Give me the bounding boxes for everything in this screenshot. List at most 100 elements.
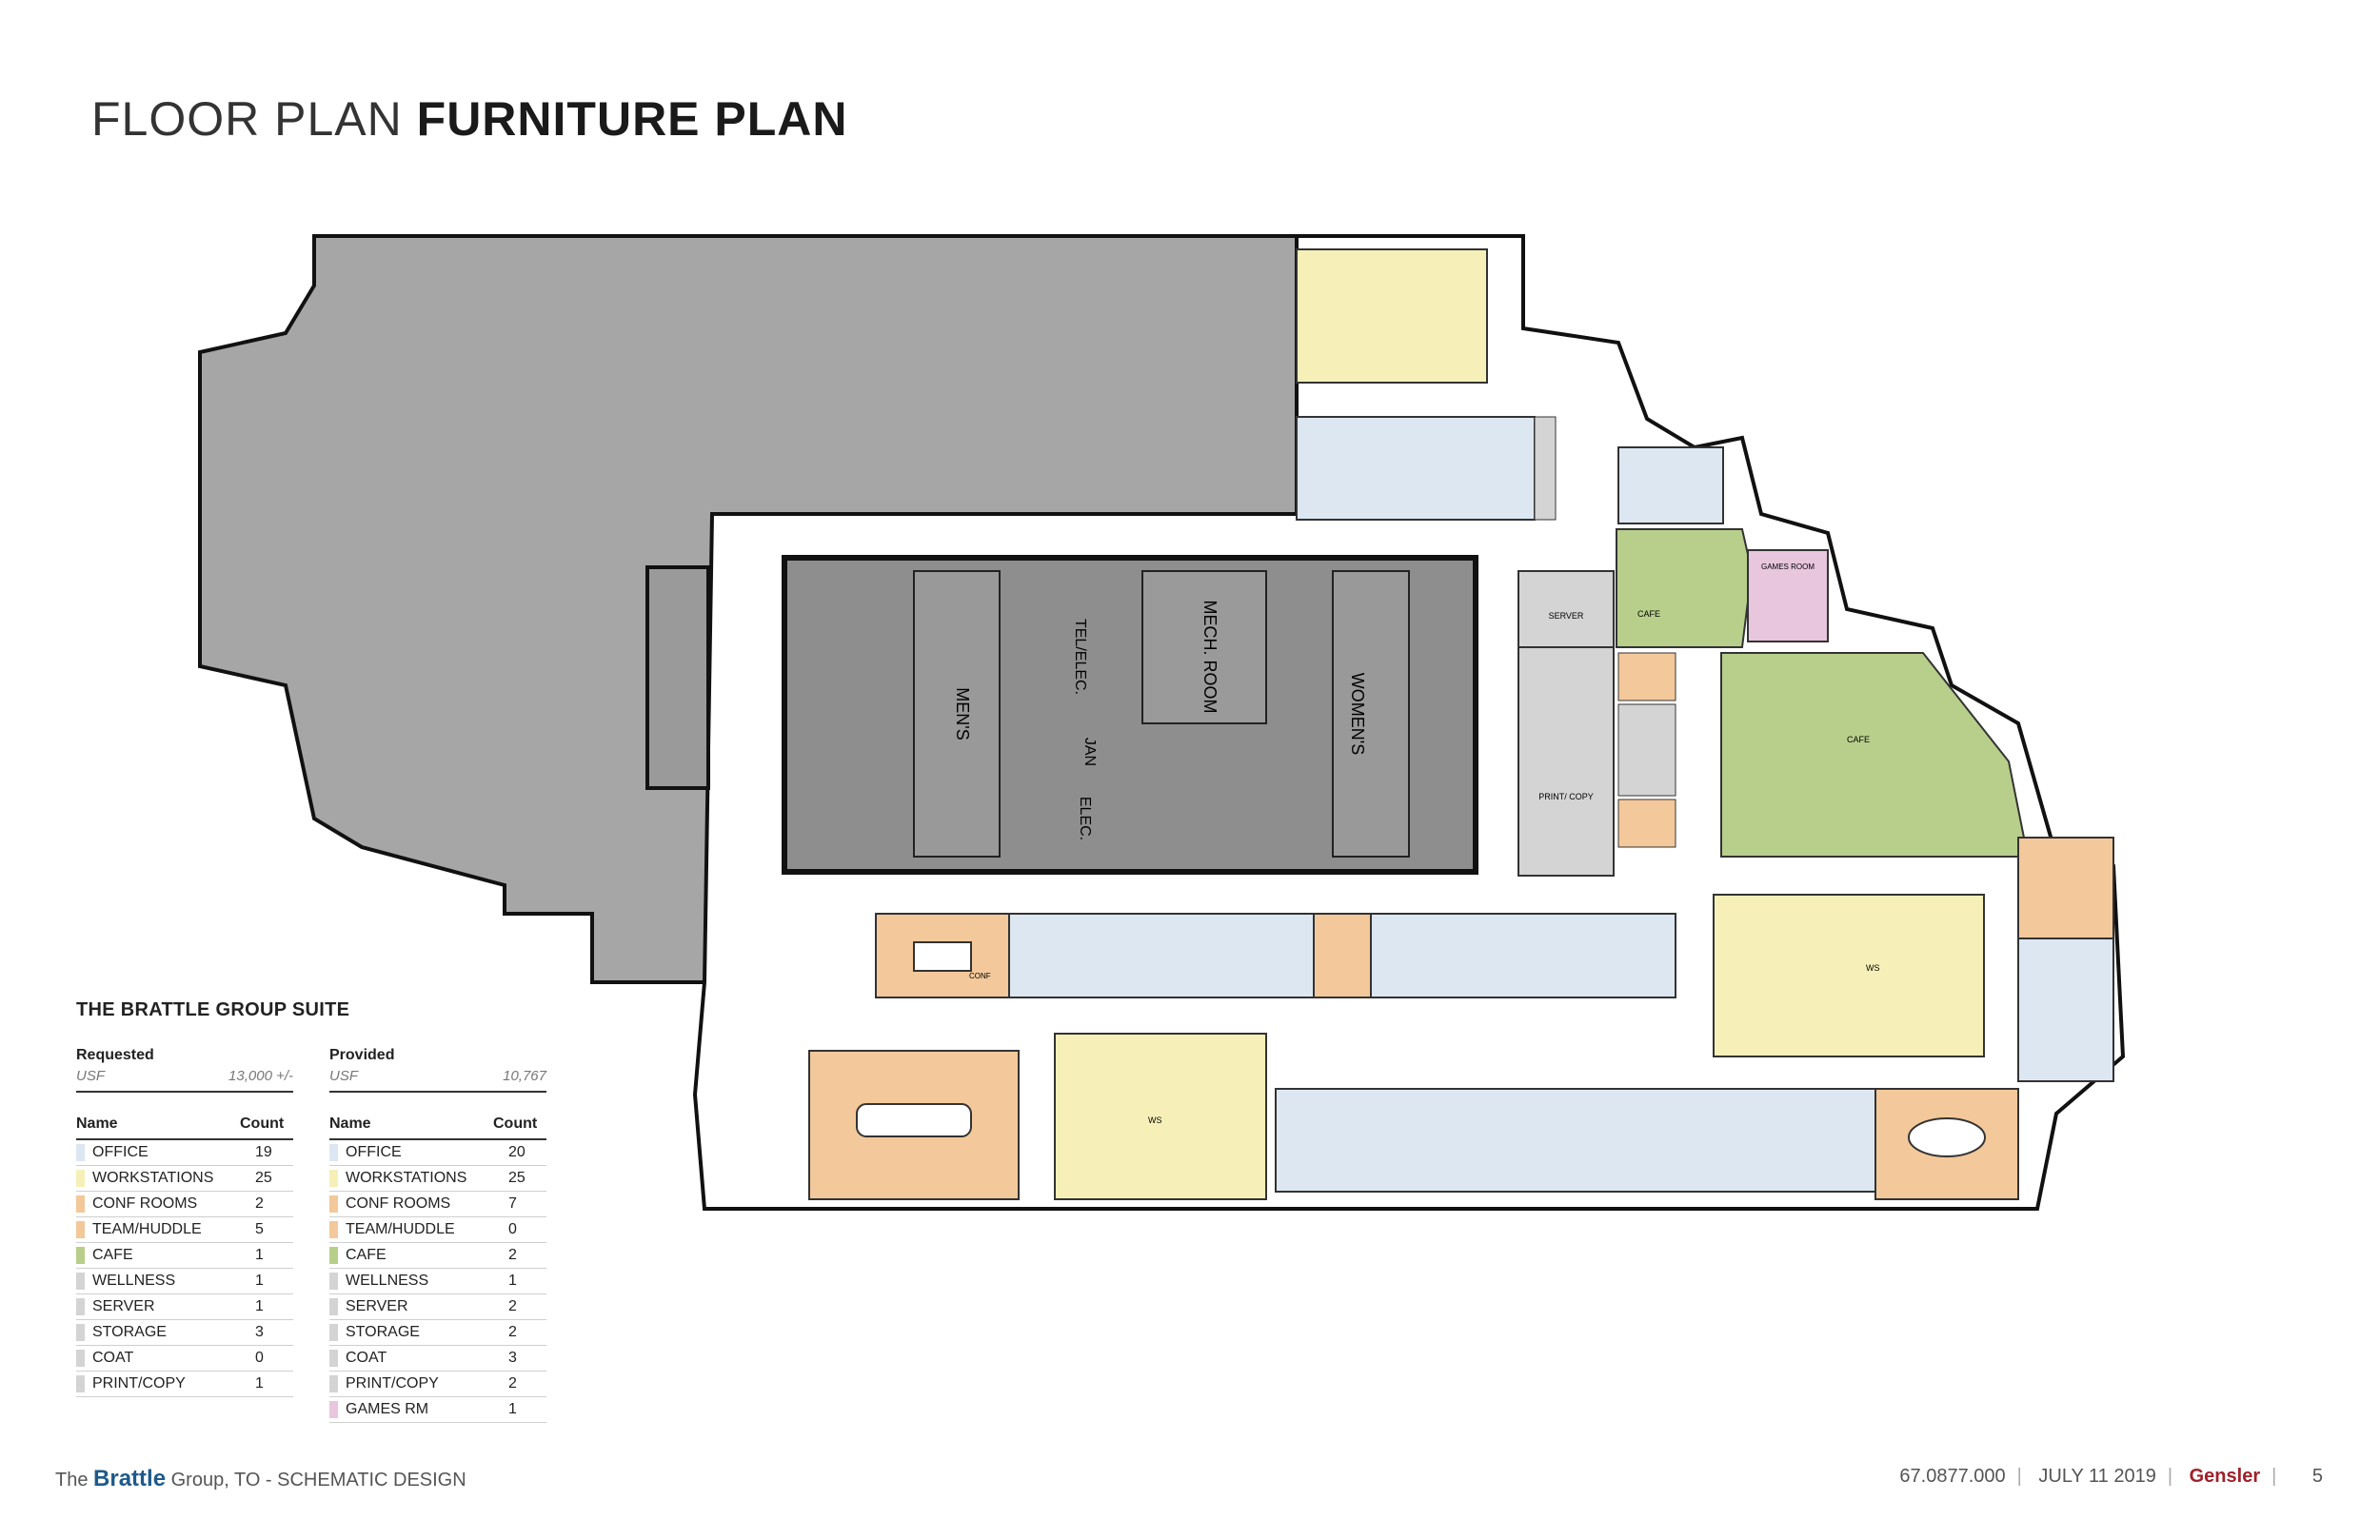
color-swatch: [76, 1298, 85, 1315]
requested-col-name: Name: [76, 1116, 118, 1132]
provided-usf-value: 10,767: [503, 1068, 546, 1084]
row-name: PRINT/COPY: [76, 1375, 186, 1392]
requested-table: Requested USF 13,000 +/- Name Count OFFI…: [76, 1047, 293, 1397]
footer-page-number: 5: [2311, 1466, 2323, 1487]
footer-date: JULY 11 2019: [2038, 1466, 2156, 1487]
row-count: 0: [508, 1221, 517, 1237]
small-conf-2: [1617, 799, 1676, 848]
conf-table-large: [856, 1103, 972, 1137]
row-count: 1: [255, 1298, 264, 1314]
row-count: 25: [508, 1170, 526, 1186]
row-name: STORAGE: [329, 1324, 420, 1341]
row-count: 2: [508, 1247, 517, 1263]
color-swatch: [76, 1350, 85, 1367]
row-count: 7: [508, 1195, 517, 1212]
row-name-text: GAMES RM: [346, 1401, 429, 1417]
color-swatch: [76, 1221, 85, 1238]
row-name-text: WORKSTATIONS: [92, 1170, 214, 1186]
label-cafe-2: CAFE: [1847, 735, 1870, 744]
east-conf-top: [2017, 837, 2114, 939]
suite-summary: THE BRATTLE GROUP SUITE Requested USF 13…: [76, 999, 571, 1423]
row-count: 2: [508, 1375, 517, 1392]
row-name-text: PRINT/COPY: [92, 1375, 186, 1392]
requested-usf: USF 13,000 +/-: [76, 1068, 293, 1093]
requested-columns: Name Count: [76, 1116, 293, 1140]
requested-usf-value: 13,000 +/-: [228, 1068, 293, 1084]
requested-label: Requested: [76, 1047, 154, 1063]
suite-heading: THE BRATTLE GROUP SUITE: [76, 999, 350, 1020]
color-swatch: [329, 1221, 338, 1238]
row-name-text: SERVER: [92, 1298, 155, 1314]
office-row-a: [1008, 913, 1315, 998]
row-name-text: OFFICE: [346, 1144, 402, 1160]
label-games-room: GAMES ROOM: [1761, 563, 1815, 571]
color-swatch: [76, 1195, 85, 1213]
row-name-text: PRINT/COPY: [346, 1375, 439, 1392]
label-ws-south: WS: [1148, 1116, 1162, 1125]
color-swatch: [329, 1273, 338, 1290]
row-name-text: OFFICE: [92, 1144, 149, 1160]
east-offices: [2017, 938, 2114, 1082]
color-swatch: [329, 1401, 338, 1418]
title-light: FLOOR PLAN: [91, 92, 403, 146]
row-name-text: CAFE: [346, 1247, 387, 1263]
row-count: 2: [508, 1298, 517, 1314]
row-name: STORAGE: [76, 1324, 167, 1341]
provided-col-name: Name: [329, 1116, 371, 1132]
row-count: 25: [255, 1170, 272, 1186]
south-offices: [1275, 1088, 1876, 1193]
south-workstations: [1054, 1033, 1267, 1200]
color-swatch: [76, 1324, 85, 1341]
label-womens: WOMEN'S: [1348, 673, 1367, 755]
row-name-text: CONF ROOMS: [346, 1195, 451, 1212]
team-room: [1313, 913, 1372, 998]
cafe-2: [1720, 652, 2030, 858]
row-count: 3: [508, 1350, 517, 1366]
color-swatch: [329, 1324, 338, 1341]
provided-col-count: Count: [493, 1116, 538, 1132]
table-row: CAFE 2: [329, 1243, 546, 1269]
footer-post: Group, TO - SCHEMATIC DESIGN: [170, 1470, 466, 1491]
label-ws-east: WS: [1866, 963, 1880, 973]
footer-pre: The: [55, 1470, 89, 1491]
row-count: 1: [255, 1375, 264, 1392]
row-name-text: WELLNESS: [92, 1273, 176, 1289]
row-name: OFFICE: [76, 1144, 149, 1161]
footer-right: 67.0877.000| JULY 11 2019| Gensler| 5: [1899, 1466, 2323, 1487]
server-room-2: [1517, 646, 1615, 877]
womens-room: [1332, 570, 1410, 858]
row-name: COAT: [76, 1350, 133, 1367]
cafe-1: [1616, 528, 1754, 648]
row-count: 5: [255, 1221, 264, 1237]
mech-room: [1141, 570, 1267, 724]
row-name-text: SERVER: [346, 1298, 408, 1314]
provided-usf-label: USF: [329, 1068, 358, 1084]
table-row: SERVER 1: [76, 1294, 293, 1320]
color-swatch: [329, 1247, 338, 1264]
row-name-text: CONF ROOMS: [92, 1195, 198, 1212]
north-workstations: [1296, 248, 1488, 384]
row-name-text: WELLNESS: [346, 1273, 429, 1289]
row-count: 2: [508, 1324, 517, 1340]
row-name: WELLNESS: [329, 1273, 428, 1290]
label-cafe-1: CAFE: [1637, 609, 1660, 619]
requested-col-count: Count: [240, 1116, 285, 1132]
color-swatch: [329, 1144, 338, 1161]
table-row: PRINT/COPY 2: [329, 1372, 546, 1397]
conf-table-south: [1908, 1117, 1986, 1157]
north-print-copy: [1534, 416, 1557, 521]
row-name: COAT: [329, 1350, 387, 1367]
office-row-b: [1370, 913, 1676, 998]
row-name: GAMES RM: [329, 1401, 428, 1418]
row-name-text: CAFE: [92, 1247, 133, 1263]
row-name-text: STORAGE: [346, 1324, 420, 1340]
row-name: PRINT/COPY: [329, 1375, 439, 1392]
color-swatch: [329, 1350, 338, 1367]
